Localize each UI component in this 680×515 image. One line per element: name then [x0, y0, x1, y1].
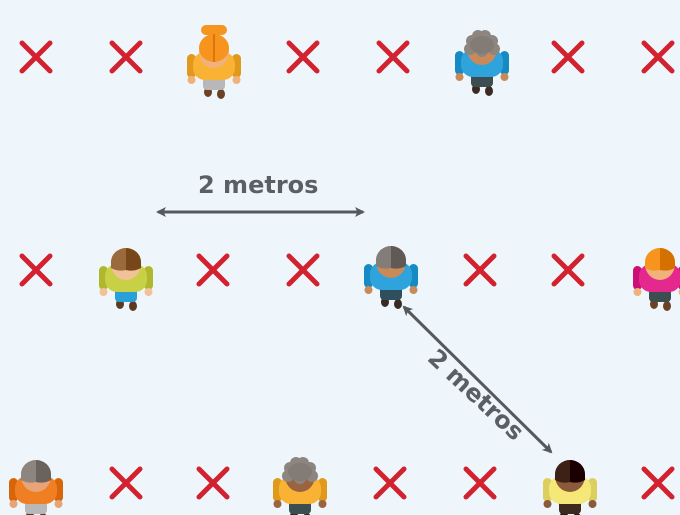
cross-mark-icon [112, 469, 140, 497]
cross-mark-icon [554, 256, 582, 284]
person-gray-curly-hair-icon [455, 30, 509, 96]
cross-mark-icon [554, 43, 582, 71]
cross-mark-icon [376, 469, 404, 497]
person-gray-hair-orange-shirt-icon [9, 460, 63, 515]
cross-mark-icon [22, 256, 50, 284]
cross-mark-icon [199, 256, 227, 284]
cross-mark-icon [199, 469, 227, 497]
cross-mark-icon [379, 43, 407, 71]
cross-mark-icon [466, 256, 494, 284]
cross-mark-icon [289, 256, 317, 284]
cross-mark-icon [466, 469, 494, 497]
person-brown-hair-icon [99, 248, 153, 311]
person-dark-hair-yellow-shirt-icon [543, 460, 597, 515]
cross-mark-icon [112, 43, 140, 71]
cross-mark-icon [289, 43, 317, 71]
cross-mark-icon [644, 469, 672, 497]
cross-mark-icon [22, 43, 50, 71]
horizontal-distance-label: 2 metros [198, 173, 318, 197]
cross-mark-icon [644, 43, 672, 71]
person-gray-curly-hair-yellow-shirt-icon [273, 457, 327, 515]
person-orange-hair-icon [187, 25, 241, 99]
person-orange-hair-pink-shirt-icon [633, 248, 680, 311]
person-gray-hair-blue-shirt-icon [364, 246, 418, 309]
